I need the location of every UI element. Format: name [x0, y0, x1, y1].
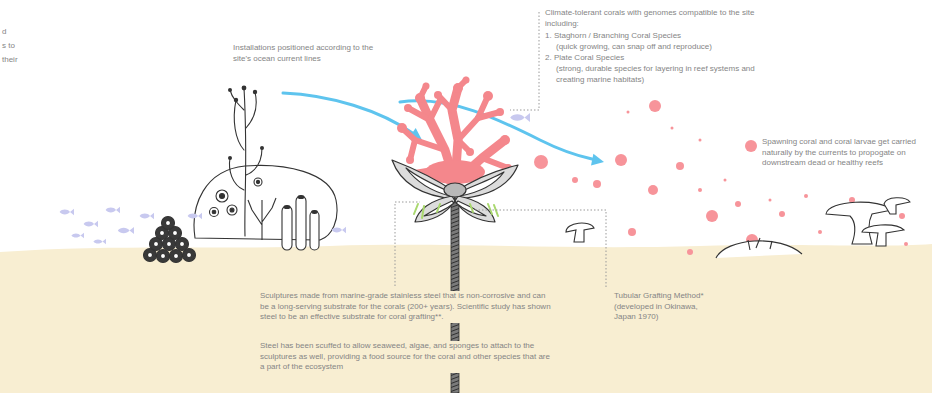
spawning-note: Spawning coral and coral larvae get carr… [762, 137, 924, 169]
coral-list-detail: (strong, durable species for layering in… [556, 64, 761, 85]
method-note: Tubular Grafting Method* (developed in O… [612, 291, 717, 323]
clipped-note: s to [2, 41, 15, 52]
material-note: Sculptures made from marine-grade stainl… [258, 291, 558, 323]
current-note: Installations positioned according to th… [233, 43, 383, 64]
larva-dot [534, 100, 908, 255]
coral-list-item: 2. Plate Coral Species [545, 53, 624, 64]
left-reef [144, 86, 338, 263]
material-note: Steel has been scuffed to allow seaweed,… [258, 341, 558, 373]
clipped-note: their [2, 55, 18, 66]
coral-note: Climate-tolerant corals with genomes com… [545, 8, 770, 29]
brain-coral [144, 217, 196, 263]
sand-ground [0, 244, 932, 393]
clipped-note: d [2, 27, 6, 38]
coral-list-item: 1. Staghorn / Branching Coral Species [545, 31, 681, 42]
algae-strand [414, 204, 498, 218]
sculpture-flower [392, 160, 518, 222]
downstream-reef [566, 198, 910, 258]
coral-cluster [397, 77, 512, 185]
coral-list-detail: (quick growing, can snap off and reprodu… [556, 42, 712, 53]
